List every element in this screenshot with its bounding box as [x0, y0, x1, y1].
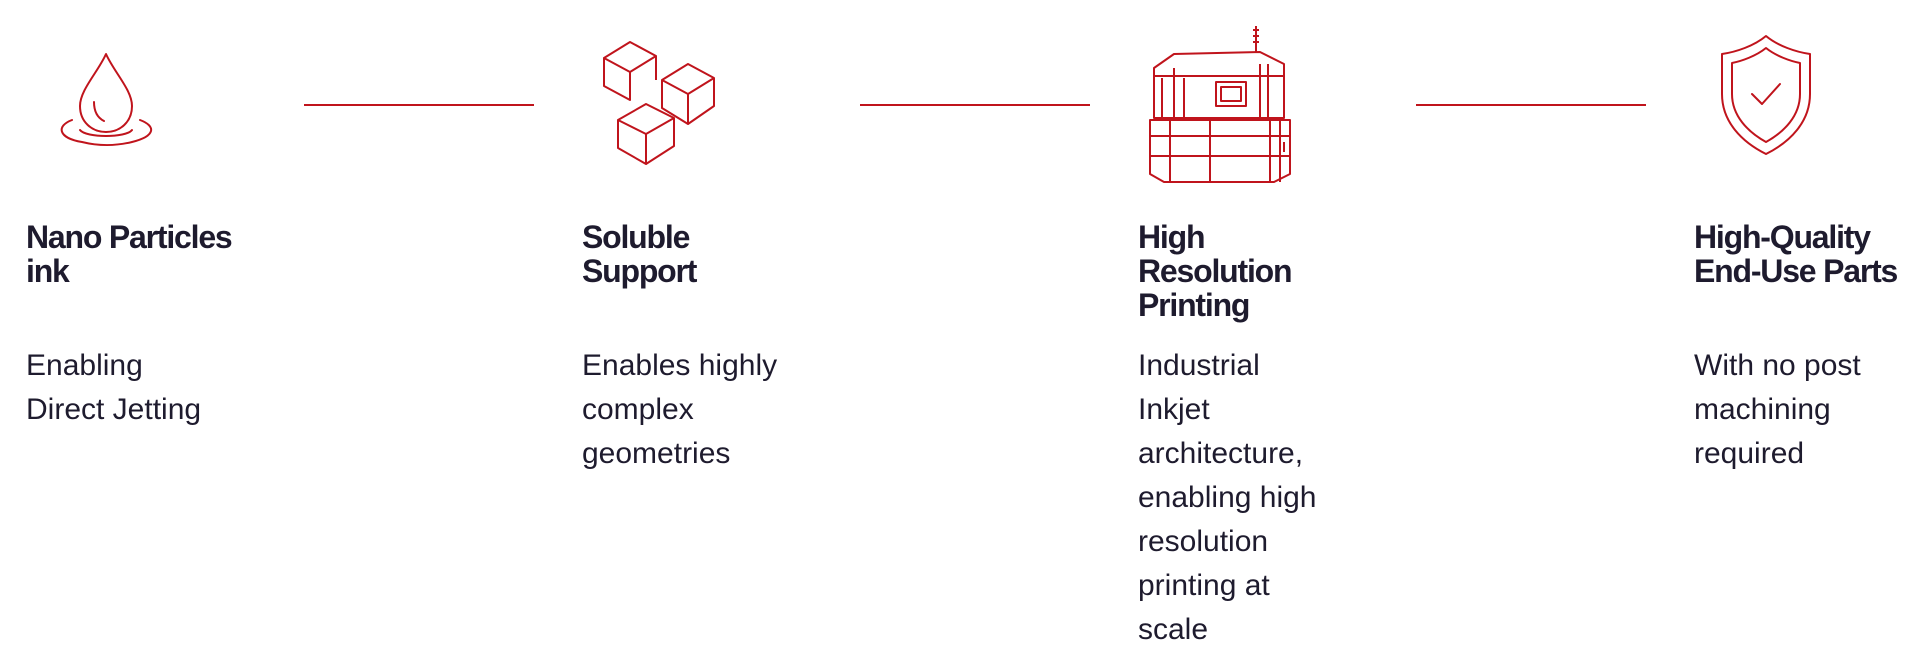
- step-soluble-support: Soluble Support Enables highly complex g…: [582, 0, 842, 658]
- connector-line: [860, 104, 1090, 106]
- step-title: High Resolution Printing: [1138, 219, 1293, 323]
- step-description: Enabling Direct Jetting: [26, 349, 202, 426]
- step-high-resolution-printing: High Resolution Printing Industrial Inkj…: [1138, 0, 1398, 658]
- printer-machine-icon: [1144, 24, 1296, 186]
- step-title: Nano Particles ink: [26, 219, 233, 289]
- shield-check-icon: [1716, 30, 1816, 160]
- step-description: Enables highly complex geometries: [582, 349, 778, 470]
- step-nano-particles-ink: Nano Particles ink Enabling Direct Jetti…: [26, 0, 286, 658]
- connector-line: [304, 104, 534, 106]
- step-title: High-Quality End-Use Parts: [1694, 219, 1898, 289]
- cubes-icon: [600, 20, 740, 170]
- step-high-quality-end-use-parts: High-Quality End-Use Parts With no post …: [1694, 0, 1931, 658]
- step-description: With no post machining required: [1694, 349, 1861, 470]
- ink-drop-icon: [46, 20, 166, 160]
- connector-line: [1416, 104, 1646, 106]
- step-description: Industrial Inkjet architecture, enabling…: [1138, 349, 1317, 646]
- step-title: Soluble Support: [582, 219, 697, 289]
